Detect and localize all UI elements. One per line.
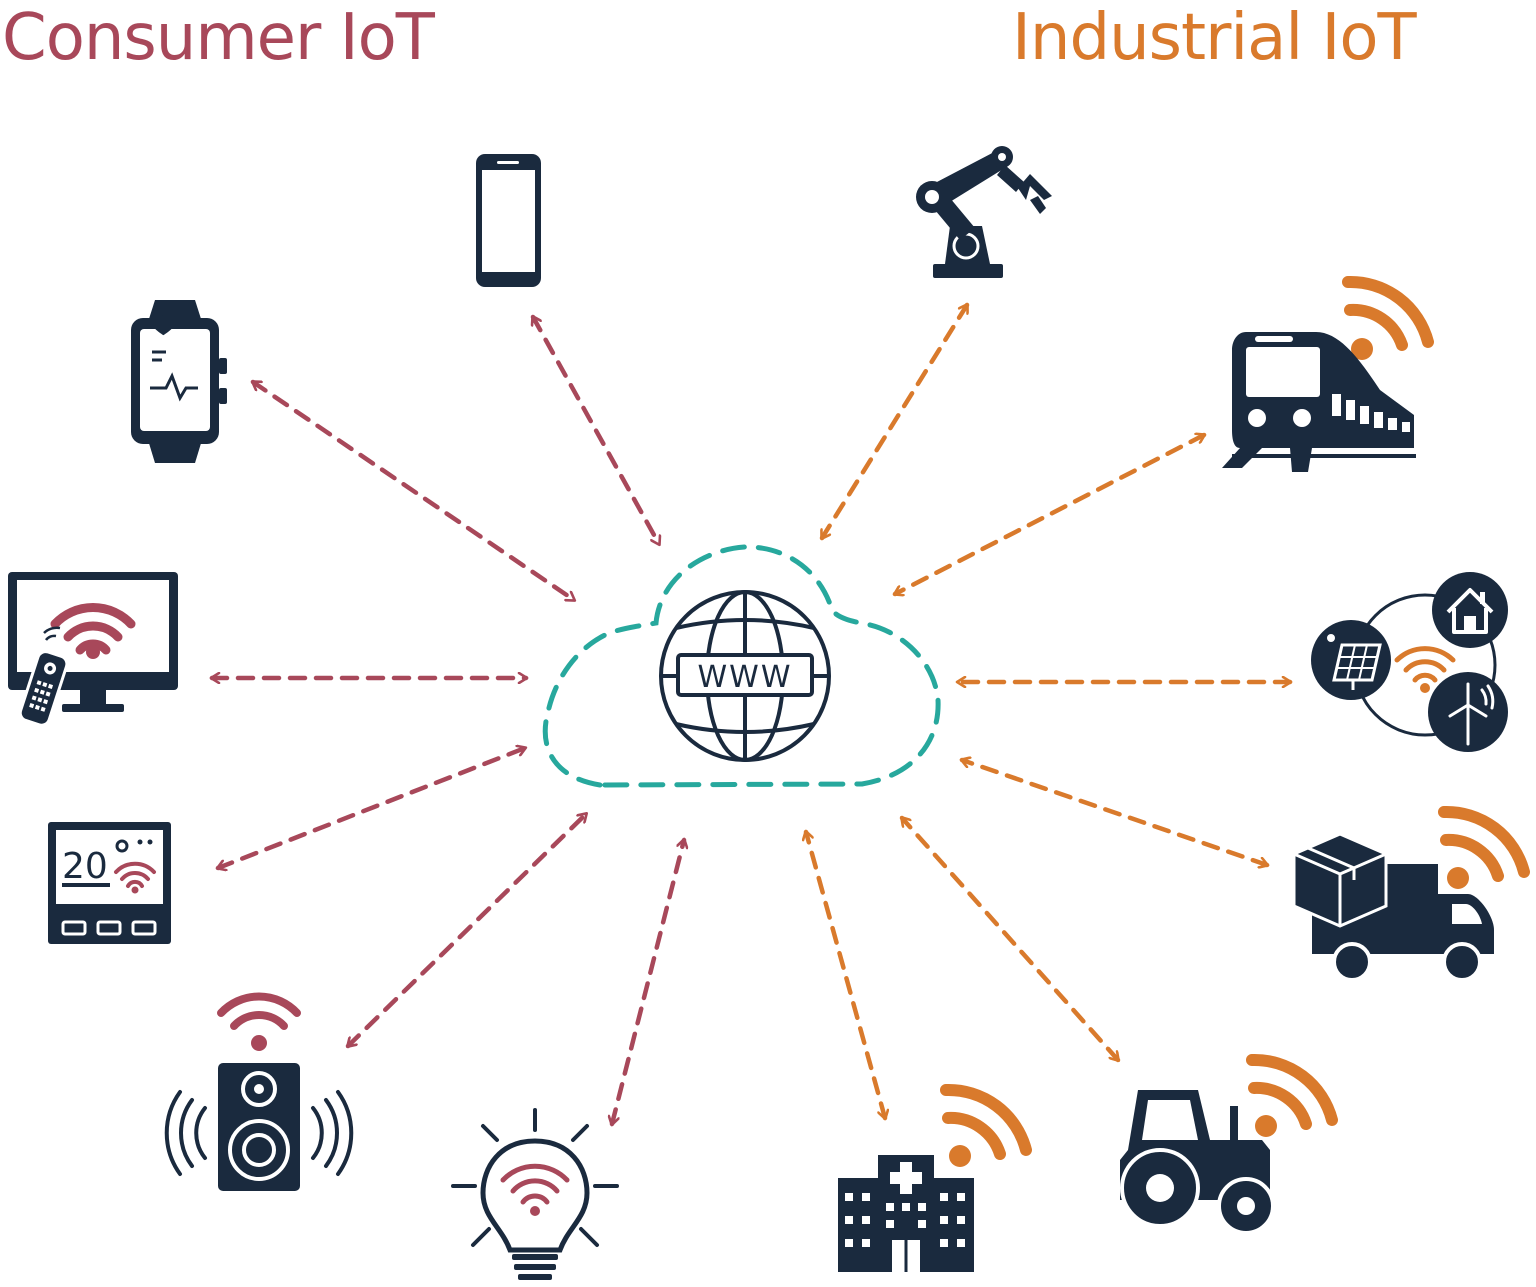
wind-turbine-icon xyxy=(1448,682,1495,746)
remote-control-icon xyxy=(18,650,69,727)
connection-arrow xyxy=(250,379,577,603)
connection-arrow xyxy=(533,314,659,547)
www-label-box xyxy=(676,653,814,697)
wifi-icon xyxy=(114,861,156,888)
wifi-icon xyxy=(1438,805,1530,882)
package-icon xyxy=(1292,832,1388,928)
delivery-truck-icon xyxy=(1292,805,1530,982)
connection-arrow xyxy=(819,302,970,541)
industrial-iot-title: Industrial IoT xyxy=(1012,1,1417,75)
smart-bulb-icon xyxy=(451,1108,619,1280)
connection-arrow xyxy=(215,748,528,868)
smartwatch-icon xyxy=(131,300,227,463)
wifi-icon xyxy=(1246,1053,1338,1130)
wifi-icon xyxy=(940,1083,1032,1160)
robot-arm-icon xyxy=(916,146,1052,278)
smart-speaker-icon xyxy=(164,992,354,1191)
industrial-connections xyxy=(806,302,1290,1118)
wifi-icon xyxy=(50,603,136,655)
hospital-icon xyxy=(838,1083,1032,1272)
wifi-icon xyxy=(217,992,301,1030)
house-node xyxy=(1432,572,1508,648)
smart-grid-icon xyxy=(1311,572,1508,752)
wifi-icon xyxy=(1342,275,1434,351)
wifi-icon xyxy=(500,1163,570,1205)
cloud-outline xyxy=(542,544,941,788)
train-icon xyxy=(1222,275,1434,472)
www-label: WWW xyxy=(698,660,793,695)
cloud-hub: WWW xyxy=(542,544,941,788)
connection-arrow xyxy=(345,811,589,1049)
connection-arrow xyxy=(959,760,1270,865)
thermostat-icon: 20 xyxy=(48,822,171,944)
tractor-icon xyxy=(1120,1053,1338,1235)
smartphone-icon xyxy=(476,154,541,287)
connection-arrow xyxy=(612,840,684,1124)
solar-panel-icon xyxy=(1327,634,1382,690)
wifi-icon xyxy=(1394,646,1456,683)
smart-tv-icon xyxy=(8,572,178,727)
connection-arrow xyxy=(806,832,885,1118)
thermostat-reading: 20 xyxy=(62,846,108,887)
consumer-connections xyxy=(212,314,684,1124)
connection-arrow xyxy=(892,435,1207,594)
consumer-iot-title: Consumer IoT xyxy=(2,1,435,75)
connection-arrow xyxy=(899,815,1121,1063)
